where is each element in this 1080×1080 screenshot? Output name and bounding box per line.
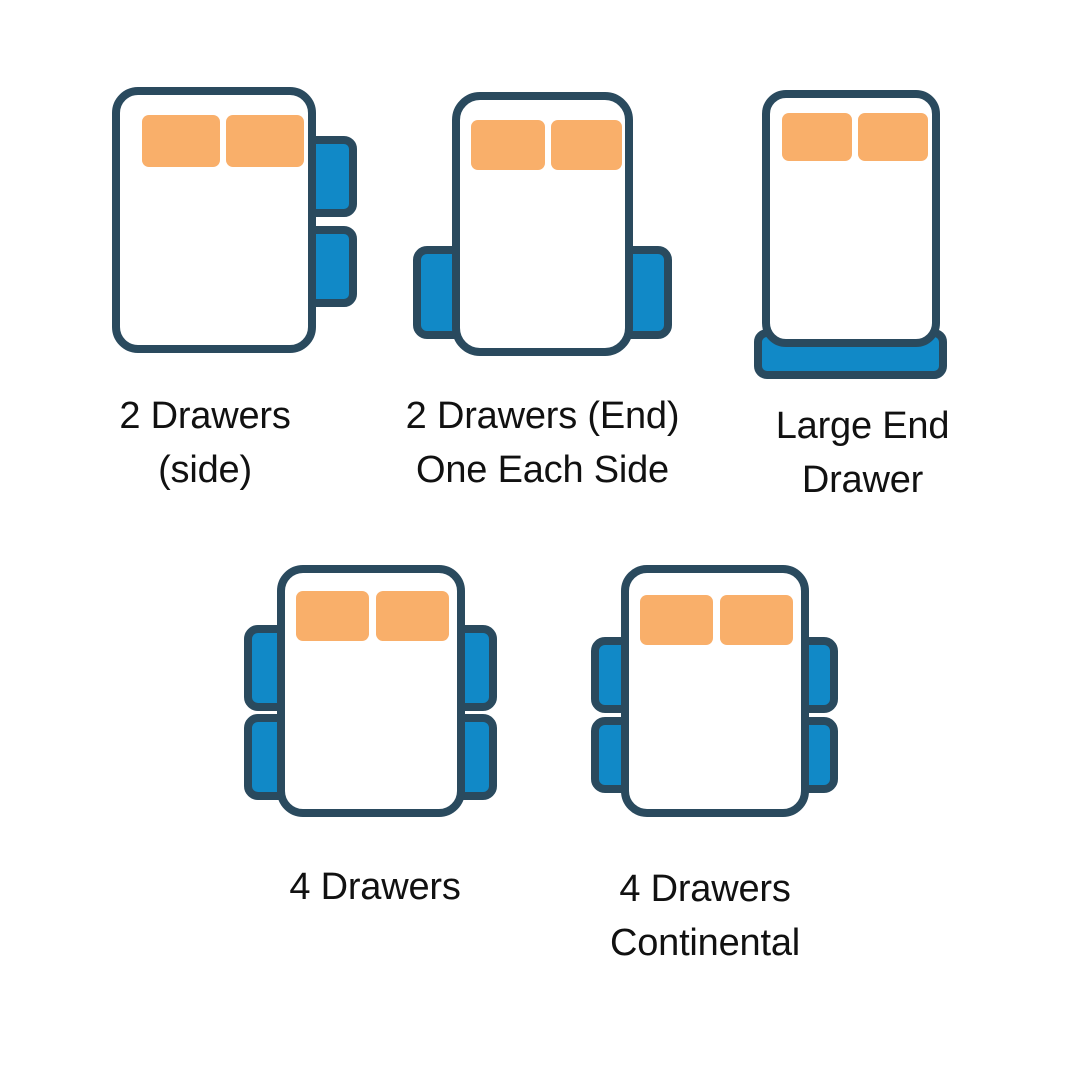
pillow-left [471,120,545,170]
option-four-drawers-continental[interactable] [590,563,840,823]
pillow-right [720,595,793,645]
caption-large-end-drawer: Large End Drawer [775,405,950,501]
pillow-right [226,115,304,167]
pillow-left [782,113,852,161]
pillow-right [376,591,449,641]
pillow-left [640,595,713,645]
bed-four-drawers-icon [244,565,497,817]
option-large-end-drawer[interactable] [752,88,957,383]
option-four-drawers[interactable] [243,563,498,823]
bed-large-end-drawer-icon [754,90,947,379]
pillow-left [142,115,220,167]
pillow-right [551,120,622,170]
bed-two-drawers-end-one-each-side-icon [413,92,672,356]
option-two-drawers-end[interactable] [410,90,675,365]
option-two-drawers-side[interactable] [110,85,360,370]
bed-two-drawers-side-icon [112,87,357,353]
pillow-right [858,113,928,161]
caption-two-drawers-side: 2 Drawers (side) [119,395,291,491]
bed-four-drawers-continental-icon [591,565,838,817]
pillow-left [296,591,369,641]
caption-four-drawers-continental: 4 Drawers Continental [609,868,801,964]
caption-two-drawers-end: 2 Drawers (End) One Each Side [405,395,680,491]
caption-four-drawers: 4 Drawers [289,866,461,908]
